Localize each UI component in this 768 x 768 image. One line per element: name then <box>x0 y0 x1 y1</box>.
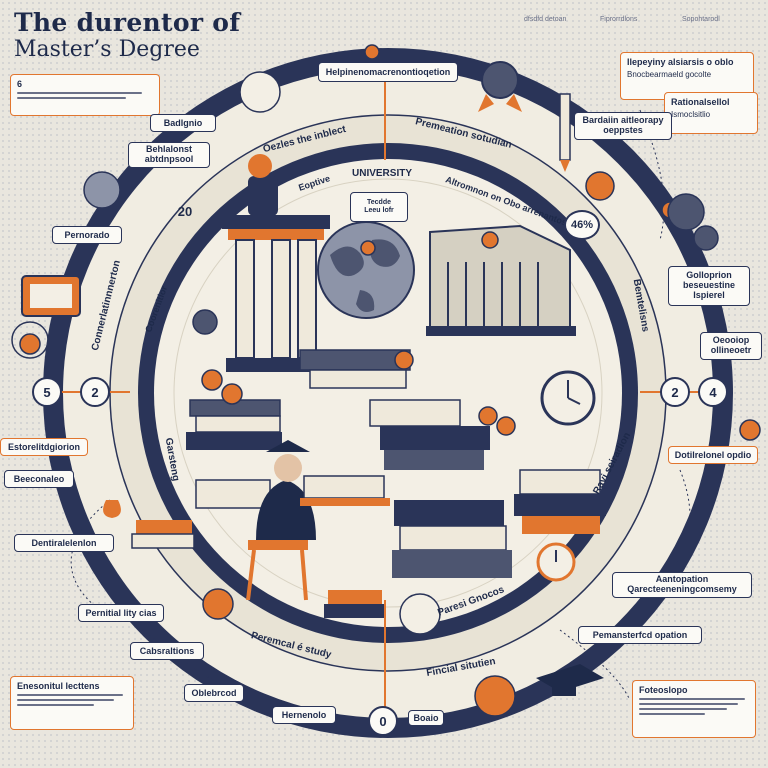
number-left-pct: 20 <box>177 203 193 219</box>
number-left-outer: 5 <box>32 377 62 407</box>
money-bag-icon <box>103 500 121 518</box>
dashed-leaders <box>70 109 691 701</box>
label-beeconaleo: Beeconaleo <box>4 470 74 488</box>
note-top-right-title: Ilepeyiny alsiarsis o oblo <box>627 57 734 67</box>
label-hernenolo: Hernenolo <box>272 706 336 724</box>
title-line-1: The durentor of <box>14 8 241 37</box>
note-top-right-inner-sub: Ismoclsitlio <box>671 110 711 119</box>
center-blurb-line-1: Tecdde <box>367 199 391 207</box>
label-bardaiin: Bardaiin aitleorapy oeppstes <box>574 112 672 140</box>
note-top-right-sub: Bnocbearmaeld gocolte <box>627 70 712 79</box>
award-badge-icon <box>478 61 522 112</box>
label-dentiralelenlon: Dentiralelenlon <box>14 534 114 552</box>
label-behlalonst: Behlalonst abtdnpsool <box>128 142 210 168</box>
number-right-outer: 4 <box>698 377 728 407</box>
number-bottom: 0 <box>368 706 398 736</box>
core-guide <box>173 178 603 608</box>
label-boaio: Boaio <box>408 710 444 726</box>
number-left-inner: 2 <box>80 377 110 407</box>
label-cabsraltions: Cabsraltions <box>130 642 204 660</box>
book-stacks <box>131 349 606 618</box>
label-oblebrcod: Oblebrcod <box>184 684 244 702</box>
page-title: The durentor of Master’s Degree <box>14 10 240 61</box>
note-top-right-inner-title: Rationalsellol <box>671 97 730 107</box>
label-estorelitdgiorion: Estorelitdgiorion <box>0 438 88 456</box>
label-pernital: Pernitial lity cias <box>78 604 164 622</box>
faint-label-2: Fiprorrdlons <box>600 16 638 23</box>
building-illustration <box>426 224 576 336</box>
center-blurb: Tecdde Leeu lofr <box>350 192 408 222</box>
label-golloprion: Golloprion beseuestine Ispierel <box>668 266 750 306</box>
label-badlgnio: Badlgnio <box>150 114 216 132</box>
title-line-2: Master’s Degree <box>14 37 200 62</box>
number-right-pct: 46% <box>564 210 600 240</box>
pencil-icon <box>559 93 571 172</box>
center-blurb-line-2: Leeu lofr <box>364 207 394 214</box>
globe-illustration <box>317 221 415 319</box>
tablet-icon <box>21 275 81 317</box>
label-pernorado: Pernorado <box>52 226 122 244</box>
label-aantopation: Aantopation Qarecteeneningcomsemy <box>612 572 752 598</box>
note-top-right-inner: Rationalsellol Ismoclsitlio <box>664 92 758 134</box>
center-label: UNIVERSITY <box>352 168 413 179</box>
faint-label-3: Sopohtarodl <box>682 16 720 23</box>
note-bottom-left-title: Enesonitul lecttens <box>17 681 100 691</box>
graduate-student <box>246 440 390 601</box>
note-top-left: 6 <box>10 74 160 116</box>
graduation-cap-icon <box>536 664 604 696</box>
gear-icons <box>11 71 719 717</box>
coin-icons <box>19 44 761 620</box>
note-bottom-right-title: Foteoslopo <box>639 685 688 695</box>
label-pemansterfcd: Pemansterfcd opation <box>578 626 702 644</box>
label-dotilrelonel: Dotilrelonel opdio <box>668 446 758 464</box>
note-bottom-right: Foteoslopo <box>632 680 756 738</box>
number-right-inner: 2 <box>660 377 690 407</box>
label-oeooiop: Oeooiop ollineoetr <box>700 332 762 360</box>
header-pill: Helpinenomacrenontioqetion <box>318 62 458 82</box>
note-bottom-left: Enesonitul lecttens <box>10 676 134 730</box>
clock-icons <box>536 370 596 582</box>
note-top-left-title: 6 <box>17 79 23 89</box>
faint-label-1: dfsdfd detoan <box>524 16 567 23</box>
